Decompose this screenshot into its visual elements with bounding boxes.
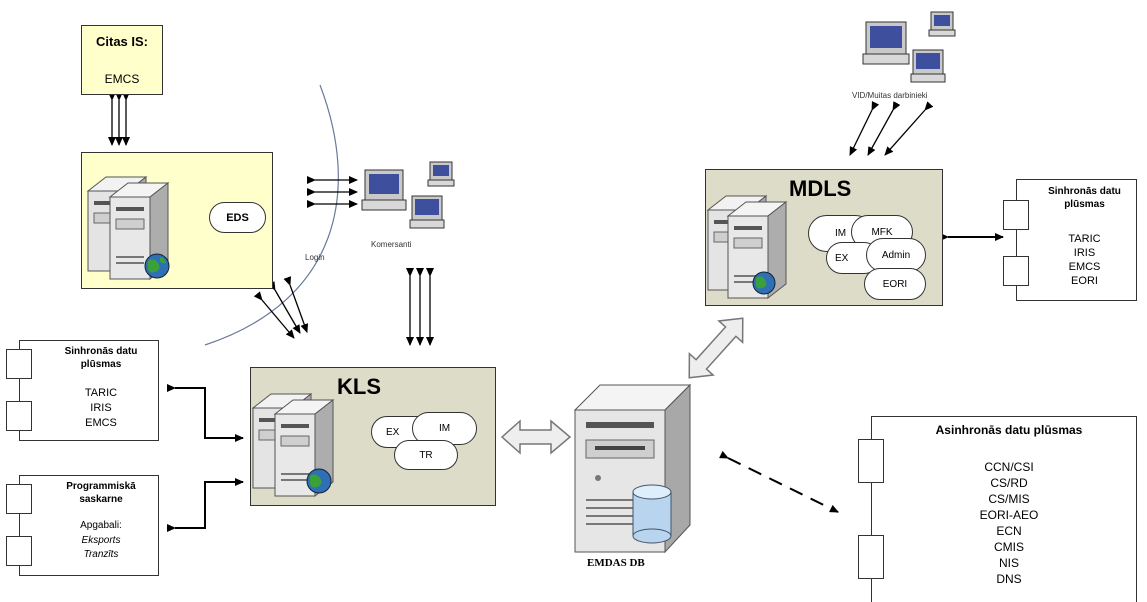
kls-module-im: IM: [412, 412, 477, 445]
globe-icon: [752, 271, 776, 295]
globe-icon: [144, 253, 170, 279]
component-tab: [1003, 256, 1029, 286]
sync-right-item: IRIS: [1073, 247, 1096, 259]
component-tab: [858, 439, 884, 483]
citas-eds-arrows: [108, 92, 130, 146]
sync-right-title-2: plūsmas: [1064, 199, 1105, 210]
component-tab: [6, 536, 32, 566]
login-label: Login: [305, 253, 325, 262]
eds-system-box: EDS: [81, 152, 273, 289]
sync-right-item: TARIC: [1068, 233, 1101, 245]
vid-computers-icon: [862, 11, 956, 83]
sync-left-item: IRIS: [90, 402, 112, 414]
citas-is-item: EMCS: [104, 72, 140, 86]
mdls-module-eori: EORI: [864, 268, 926, 300]
sync-left-title-2: plūsmas: [80, 359, 122, 370]
komersanti-left-arrows: [307, 176, 358, 208]
prog-interface-box: Programmiskā saskarne Apgabali: Eksports…: [6, 475, 159, 576]
async-title: Asinhronās datu plūsmas: [935, 423, 1083, 437]
emdas-async-dashed-arrow: [719, 450, 839, 513]
async-box: Asinhronās datu plūsmas CCN/CSI CS/RD CS…: [858, 416, 1137, 602]
async-item: CMIS: [994, 540, 1024, 554]
component-tab: [1003, 200, 1029, 230]
kls-emdas-hollow-arrow: [500, 419, 572, 455]
prog-kls-arrow: [167, 478, 244, 532]
eds-server-icon: [86, 175, 170, 281]
async-item: NIS: [998, 556, 1019, 570]
prog-label: Apgabali:: [80, 520, 122, 531]
emdas-mdls-hollow-arrow: [688, 317, 744, 379]
database-cylinder-icon: [632, 484, 672, 544]
sync-right-item: EORI: [1071, 275, 1098, 287]
sync-right-box: Sinhronās datu plūsmas TARIC IRIS EMCS E…: [1003, 179, 1137, 301]
kls-box: KLS EX IM TR: [250, 367, 496, 506]
prog-item: Eksports: [81, 535, 121, 546]
sync-left-title-1: Sinhronās datu: [64, 346, 138, 357]
mdls-module-admin: Admin: [866, 238, 926, 272]
async-item: DNS: [996, 572, 1022, 586]
eds-module: EDS: [209, 202, 266, 233]
sync-left-item: TARIC: [84, 387, 118, 399]
async-item: CS/RD: [990, 476, 1028, 490]
sync-left-kls-arrow: [167, 384, 244, 442]
sync-right-item: EMCS: [1068, 261, 1101, 273]
prog-title-2: saskarne: [79, 494, 123, 505]
async-item: ECN: [996, 524, 1022, 538]
sync-right-title-1: Sinhronās datu: [1048, 186, 1121, 197]
sync-left-box: Sinhronās datu plūsmas TARIC IRIS EMCS: [6, 340, 159, 441]
prog-item: Tranzīts: [83, 549, 119, 560]
vid-mdls-arrows: [849, 101, 934, 156]
component-tab: [6, 349, 32, 379]
login-arrows: [253, 276, 309, 339]
async-item: CS/MIS: [988, 492, 1030, 506]
komersanti-kls-arrows: [406, 268, 434, 346]
kls-module-tr: TR: [394, 440, 458, 470]
async-item: CCN/CSI: [984, 460, 1034, 474]
prog-title-1: Programmiskā: [66, 481, 136, 492]
component-tab: [858, 535, 884, 579]
citas-is-title: Citas IS:: [95, 34, 148, 49]
emdas-db-label: EMDAS DB: [587, 557, 645, 569]
globe-icon: [306, 468, 332, 494]
login-boundary-curve: [204, 84, 339, 346]
sync-left-item: EMCS: [85, 417, 117, 429]
component-tab: [6, 401, 32, 431]
citas-is-box: Citas IS: EMCS: [81, 25, 163, 95]
mdls-server-icon: [706, 194, 788, 300]
kls-server-icon: [251, 392, 335, 498]
mdls-title: MDLS: [789, 176, 852, 201]
mdls-box: MDLS IM MFK EX Admin EORI: [705, 169, 943, 306]
component-tab: [6, 484, 32, 514]
vid-label: VID/Muitas darbinieki: [852, 91, 928, 100]
async-item: EORI-AEO: [979, 508, 1039, 522]
komersanti-label: Komersanti: [371, 240, 412, 249]
kls-title: KLS: [337, 374, 381, 399]
komersanti-computers-icon: [361, 161, 455, 229]
